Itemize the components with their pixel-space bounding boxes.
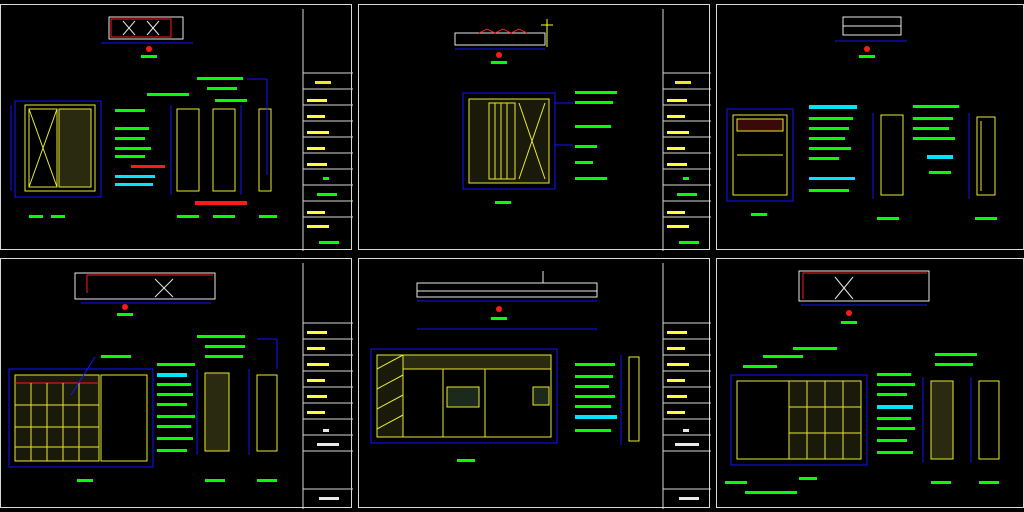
annotation-leaders xyxy=(725,347,977,494)
plan-view xyxy=(101,16,193,58)
annotation-leaders xyxy=(809,105,959,192)
title-block xyxy=(302,263,353,509)
closet-elevation xyxy=(726,108,794,216)
tv-wall-elevation xyxy=(370,348,558,462)
drawing-sheet-6[interactable] xyxy=(716,258,1024,508)
plan-view xyxy=(74,272,216,316)
drawing-sheet-2[interactable] xyxy=(358,4,711,251)
side-elevations xyxy=(922,377,1000,484)
plan-view xyxy=(798,270,930,324)
drawing-sheet-3[interactable] xyxy=(716,4,1024,250)
annotation-leaders xyxy=(555,91,617,180)
wardrobe-elevation xyxy=(8,368,154,482)
side-elevations xyxy=(872,113,997,220)
sheet-6-drawing xyxy=(725,270,1000,494)
title-block xyxy=(662,9,711,251)
main-elevation xyxy=(10,100,102,218)
sheet-2-drawing xyxy=(454,9,711,251)
side-elevations xyxy=(170,105,277,218)
annotation-leaders xyxy=(575,363,617,432)
cabinet-elevation xyxy=(462,92,556,204)
closet-elevation xyxy=(730,374,868,480)
plan-view xyxy=(835,16,907,58)
side-elevation xyxy=(620,355,640,445)
title-block xyxy=(662,263,711,509)
drawing-sheet-4[interactable] xyxy=(0,258,353,509)
drawing-sheet-5[interactable] xyxy=(358,258,711,509)
sheet-3-drawing xyxy=(726,16,997,220)
sheet-4-drawing xyxy=(8,263,353,509)
annotation-leaders xyxy=(70,335,278,452)
drawing-sheet-1[interactable] xyxy=(0,4,353,251)
side-elevations xyxy=(196,369,278,482)
sheet-5-drawing xyxy=(370,263,711,509)
sheet-1-drawing xyxy=(10,9,353,251)
annotation-leaders xyxy=(115,77,268,186)
title-block xyxy=(302,9,353,251)
plan-view xyxy=(454,19,553,64)
plan-view xyxy=(416,271,598,330)
